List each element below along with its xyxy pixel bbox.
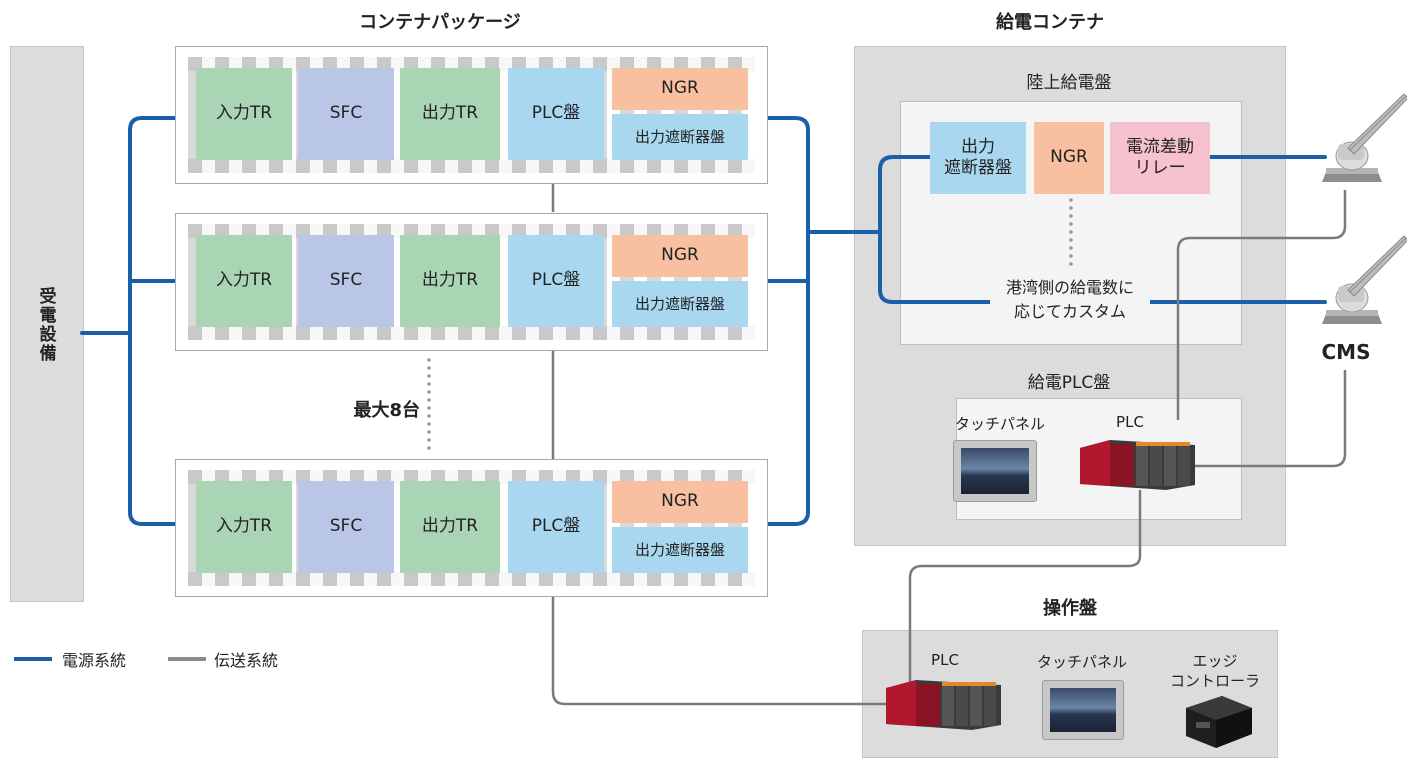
edge-line1: エッジ [1192, 652, 1238, 670]
output-breaker-box: 出力遮断器盤 [612, 114, 748, 160]
dot [427, 366, 431, 370]
onshore-ngr-box: NGR [1034, 122, 1104, 194]
edge-controller-label: エッジ コントローラ [1160, 651, 1270, 692]
legend-transmission-label: 伝送系統 [214, 651, 279, 670]
sfc-box: SFC [298, 481, 394, 573]
output-breaker-box: 出力遮断器盤 [612, 281, 748, 327]
transmission-line-feed-plc-crane [1176, 190, 1347, 420]
dot [427, 446, 431, 450]
legend-power-label: 電源系統 [62, 651, 127, 670]
dot [427, 430, 431, 434]
custom-note: 港湾側の給電数に 応じてカスタム [990, 276, 1150, 324]
op-touch-panel-label: タッチパネル [1036, 653, 1127, 671]
power-line-left-bus [128, 116, 198, 526]
edge-controller-icon [1186, 696, 1252, 748]
max-units-label: 最大8台 [353, 400, 420, 421]
output-tr-box: 出力TR [400, 481, 500, 573]
current-diff-relay-box: 電流差動 リレー [1110, 122, 1210, 194]
onshore-breaker-line1: 出力 [961, 136, 995, 157]
dot [1069, 222, 1073, 226]
feed-plc-panel-title: 給電PLC盤 [1027, 373, 1111, 393]
output-tr-box: 出力TR [400, 235, 500, 327]
container-package-title: コンテナパッケージ [359, 12, 521, 33]
input-tr-box: 入力TR [196, 68, 292, 160]
dot [427, 438, 431, 442]
dot [427, 358, 431, 362]
touch-panel-icon [953, 440, 1037, 502]
feed-touch-panel-label: タッチパネル [954, 415, 1045, 433]
transmission-line-plc-vertical [551, 186, 895, 706]
sfc-box: SFC [298, 235, 394, 327]
dot [1069, 214, 1073, 218]
onshore-breaker-box: 出力 遮断器盤 [930, 122, 1026, 194]
input-tr-box: 入力TR [196, 481, 292, 573]
op-plc-label: PLC [931, 651, 959, 669]
transmission-line-feed-to-op [908, 490, 1142, 688]
dot [427, 406, 431, 410]
receiving-equipment-panel [10, 46, 84, 602]
feed-plc-label: PLC [1116, 413, 1144, 431]
dot [427, 390, 431, 394]
receiving-equipment-label: 受電設備 [35, 287, 56, 363]
dot [427, 382, 431, 386]
ngr-box: NGR [612, 68, 748, 110]
output-tr-box: 出力TR [400, 68, 500, 160]
output-breaker-box: 出力遮断器盤 [612, 527, 748, 573]
crane-icon-1 [1322, 93, 1407, 182]
power-line-right-bus [753, 116, 810, 526]
plc-panel-box: PLC盤 [508, 235, 604, 327]
operation-panel-title: 操作盤 [1043, 598, 1097, 619]
dot [1069, 262, 1073, 266]
dot [1069, 254, 1073, 258]
dot [427, 398, 431, 402]
edge-line2: コントローラ [1169, 672, 1260, 691]
ngr-box: NGR [612, 235, 748, 277]
plc-panel-box: PLC盤 [508, 68, 604, 160]
transmission-line-cms [1190, 370, 1347, 468]
onshore-panel-title: 陸上給電盤 [1026, 73, 1112, 93]
relay-line1: 電流差動 [1126, 136, 1194, 157]
op-touch-panel-icon [1042, 680, 1124, 740]
onshore-breaker-line2: 遮断器盤 [944, 158, 1012, 178]
legend-transmission-line [168, 657, 206, 661]
relay-line2: リレー [1134, 158, 1186, 178]
dot [427, 422, 431, 426]
dot [427, 374, 431, 378]
power-line-onshore-branch [878, 155, 1002, 304]
plc-unit-icon [1080, 440, 1195, 490]
dot [1069, 230, 1073, 234]
dot [1069, 246, 1073, 250]
dot [427, 414, 431, 418]
crane-icon-2 [1322, 235, 1407, 324]
feed-container-title: 給電コンテナ [996, 12, 1104, 33]
dot [1069, 198, 1073, 202]
input-tr-box: 入力TR [196, 235, 292, 327]
sfc-box: SFC [298, 68, 394, 160]
dot [1069, 238, 1073, 242]
cms-label: CMS [1321, 340, 1371, 364]
plc-panel-box: PLC盤 [508, 481, 604, 573]
legend-power-line [14, 657, 52, 661]
custom-line1: 港湾側の給電数に [1005, 278, 1134, 297]
dot [1069, 206, 1073, 210]
ngr-box: NGR [612, 481, 748, 523]
op-plc-unit-icon [886, 680, 1001, 730]
custom-line2: 応じてカスタム [1013, 302, 1126, 321]
